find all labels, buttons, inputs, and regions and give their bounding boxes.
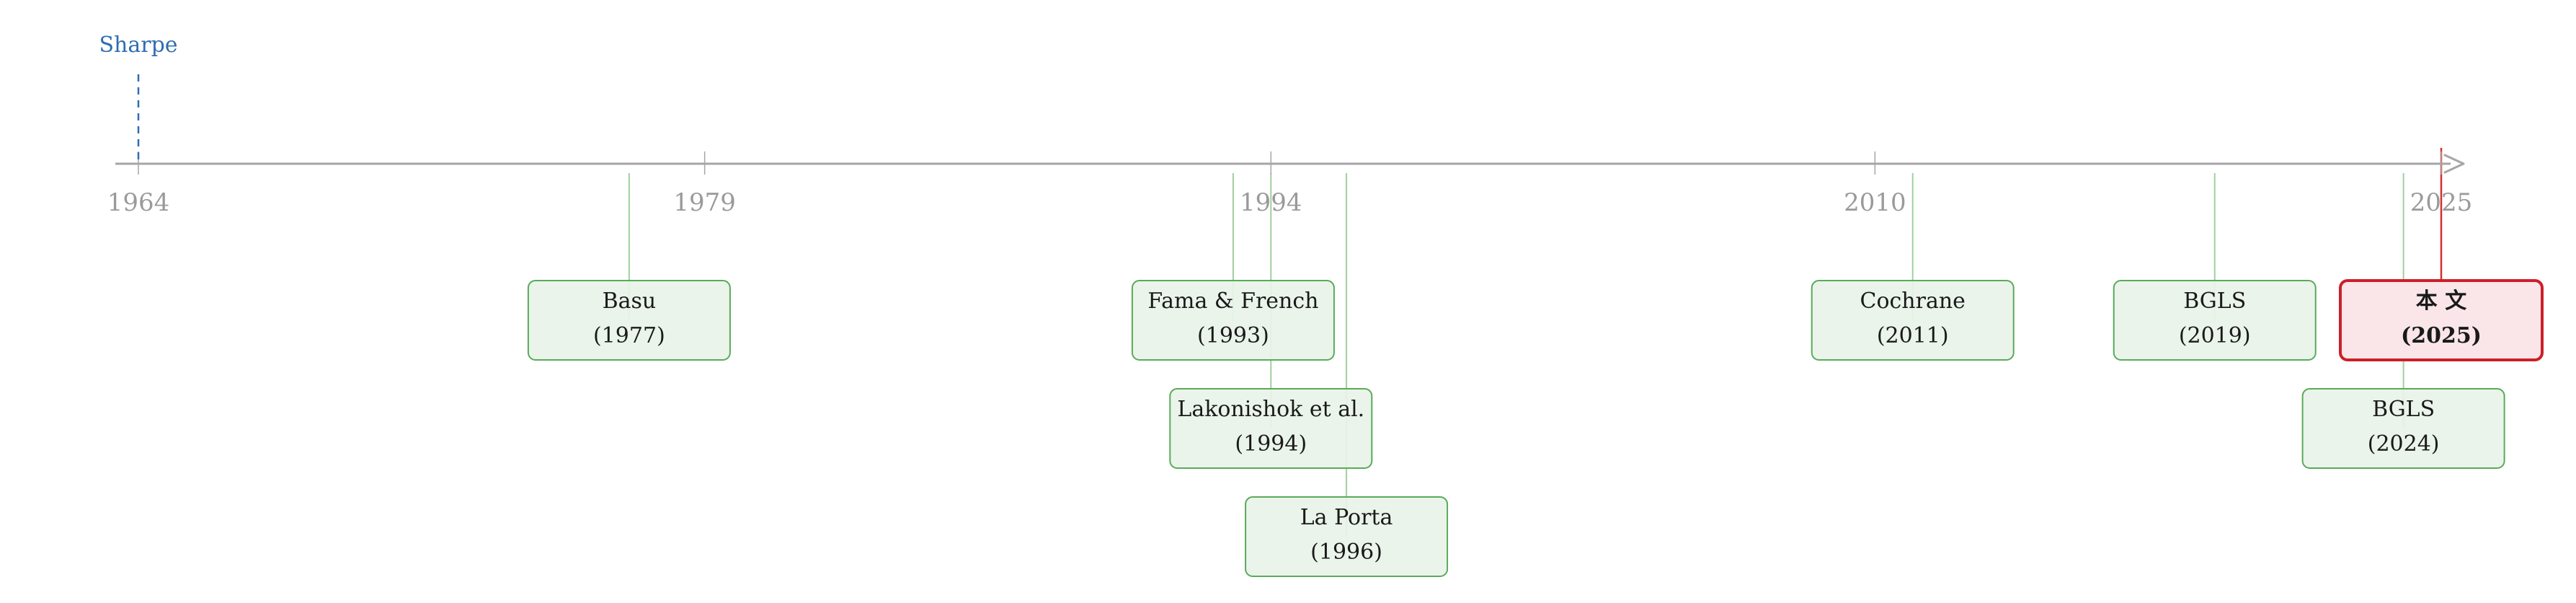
node-year-cochrane: (2011) [1877, 323, 1949, 348]
node-cochrane: Cochrane (2011) [1811, 280, 2015, 361]
year-label-2025: 2025 [2410, 188, 2473, 217]
nodes-layer: Basu (1977) Fama & French (1993) Lakonishok … [527, 279, 2544, 577]
node-year-bgls-2019: (2019) [2179, 323, 2251, 348]
node-box-bgls-2024 [2301, 388, 2505, 469]
node-title-la-porta: La Porta [1300, 505, 1393, 530]
node-box-la-porta [1245, 496, 1449, 577]
year-label-2010: 2010 [1844, 188, 1906, 217]
node-title-this-paper: 本 文 [2416, 289, 2466, 314]
node-box-this-paper [2339, 279, 2544, 361]
node-box-cochrane [1811, 280, 2015, 361]
year-label-1994: 1994 [1240, 188, 1302, 217]
node-box-fama-french [1131, 280, 1335, 361]
node-title-bgls-2024: BGLS [2372, 397, 2435, 422]
node-box-basu [527, 280, 731, 361]
node-year-lakonishok: (1994) [1235, 431, 1307, 457]
node-bgls-2024: BGLS (2024) [2301, 388, 2505, 469]
node-box-lakonishok [1169, 388, 1373, 469]
node-year-fama-french: (1993) [1197, 323, 1269, 348]
sharpe-label: Sharpe [99, 32, 177, 58]
node-basu: Basu (1977) [527, 280, 731, 361]
node-year-this-paper: (2025) [2401, 323, 2482, 348]
node-box-bgls-2019 [2113, 280, 2317, 361]
timeline-arrow-icon [2443, 154, 2465, 174]
node-fama-french: Fama & French (1993) [1131, 280, 1335, 361]
year-label-1979: 1979 [673, 188, 736, 217]
node-title-lakonishok: Lakonishok et al. [1177, 397, 1364, 422]
axis-layer: 1964 1979 1994 2010 2025 Sharpe [99, 32, 2472, 217]
node-title-basu: Basu [603, 289, 657, 314]
node-this-paper: 本 文 (2025) [2339, 279, 2544, 361]
node-year-la-porta: (1996) [1310, 540, 1382, 565]
node-year-bgls-2024: (2024) [2368, 431, 2440, 457]
year-label-1964: 1964 [107, 188, 170, 217]
node-title-fama-french: Fama & French [1147, 289, 1318, 314]
node-bgls-2019: BGLS (2019) [2113, 280, 2317, 361]
node-lakonishok: Lakonishok et al. (1994) [1169, 388, 1373, 469]
node-year-basu: (1977) [593, 323, 665, 348]
node-la-porta: La Porta (1996) [1245, 496, 1449, 577]
node-title-cochrane: Cochrane [1860, 289, 1965, 314]
node-title-bgls-2019: BGLS [2183, 289, 2246, 314]
